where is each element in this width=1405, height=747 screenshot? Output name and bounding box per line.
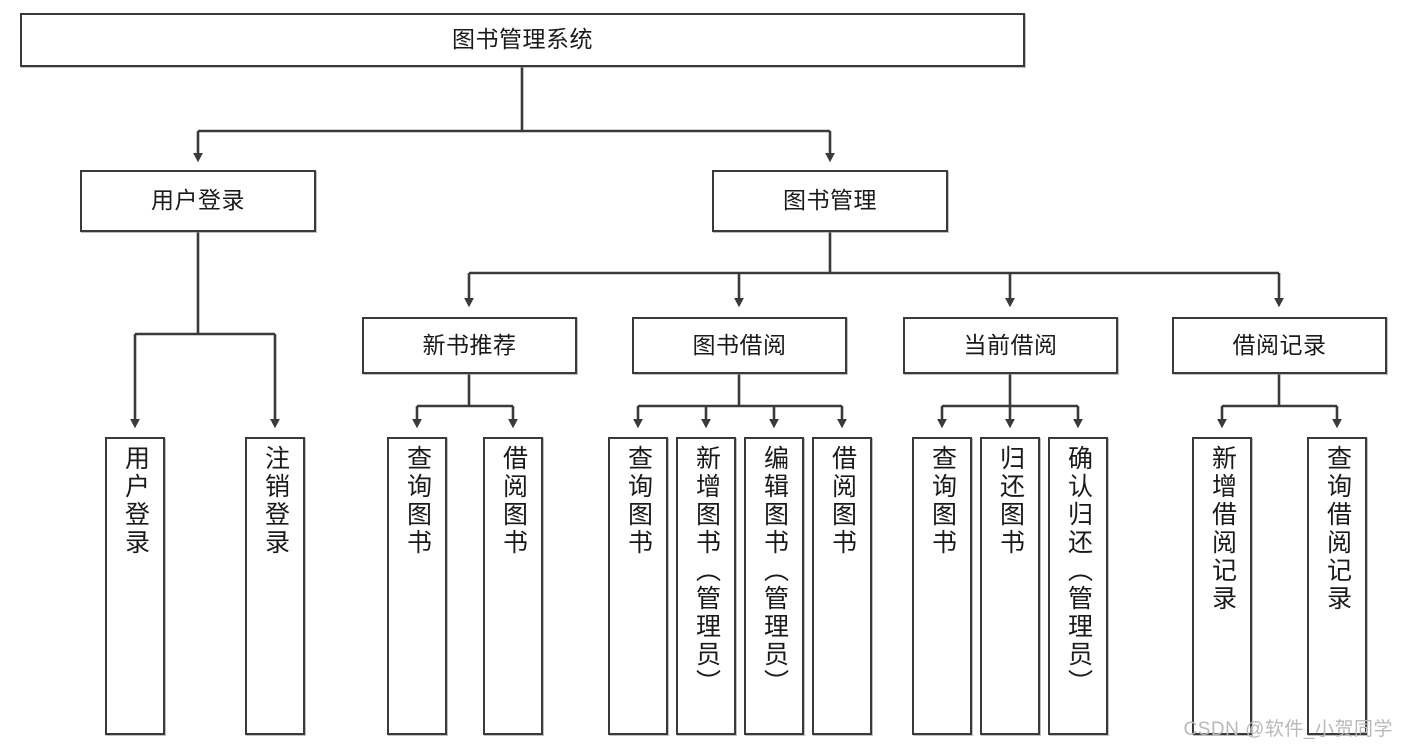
node-book-borrowing-label: 图书借阅 bbox=[692, 331, 787, 358]
node-borrowing-record[interactable]: 借阅记录 bbox=[1172, 317, 1387, 374]
node-current-borrowing[interactable]: 当前借阅 bbox=[903, 317, 1118, 374]
node-book-management-label: 图书管理 bbox=[783, 187, 877, 214]
leaf-confirm-return[interactable]: 确认归还（管理员） bbox=[1048, 437, 1108, 735]
leaf-borrow-book-1-label: 借阅图书 bbox=[499, 445, 528, 557]
leaf-logout[interactable]: 注销登录 bbox=[245, 437, 305, 735]
node-user-login-label: 用户登录 bbox=[151, 187, 245, 214]
leaf-edit-book-label: 编辑图书（管理员） bbox=[760, 445, 789, 697]
node-current-borrowing-label: 当前借阅 bbox=[963, 331, 1058, 358]
node-new-book-recommendation[interactable]: 新书推荐 bbox=[362, 317, 577, 374]
leaf-return-book-label: 归还图书 bbox=[996, 445, 1025, 557]
leaf-query-book-3-label: 查询图书 bbox=[928, 445, 957, 557]
leaf-edit-book[interactable]: 编辑图书（管理员） bbox=[744, 437, 804, 735]
node-user-login[interactable]: 用户登录 bbox=[80, 170, 316, 232]
leaf-query-book-3[interactable]: 查询图书 bbox=[912, 437, 972, 735]
watermark: CSDN @软件_小贺同学 bbox=[1183, 719, 1393, 740]
leaf-query-book-2[interactable]: 查询图书 bbox=[608, 437, 668, 735]
leaf-add-book-label: 新增图书（管理员） bbox=[692, 445, 721, 697]
node-book-borrowing[interactable]: 图书借阅 bbox=[632, 317, 847, 374]
leaf-borrow-book-2[interactable]: 借阅图书 bbox=[812, 437, 872, 735]
node-borrowing-record-label: 借阅记录 bbox=[1232, 331, 1327, 358]
leaf-borrow-book-2-label: 借阅图书 bbox=[828, 445, 857, 557]
leaf-borrow-book-1[interactable]: 借阅图书 bbox=[483, 437, 543, 735]
node-root-label: 图书管理系统 bbox=[452, 26, 593, 53]
leaf-logout-label: 注销登录 bbox=[261, 445, 290, 557]
leaf-user-login-label: 用户登录 bbox=[121, 445, 150, 557]
leaf-query-borrow-record[interactable]: 查询借阅记录 bbox=[1307, 437, 1367, 735]
leaf-add-borrow-record-label: 新增借阅记录 bbox=[1208, 445, 1237, 613]
leaf-query-borrow-record-label: 查询借阅记录 bbox=[1323, 445, 1352, 613]
node-new-book-recommendation-label: 新书推荐 bbox=[422, 331, 517, 358]
node-book-management[interactable]: 图书管理 bbox=[712, 170, 948, 232]
node-root[interactable]: 图书管理系统 bbox=[20, 13, 1025, 67]
leaf-user-login[interactable]: 用户登录 bbox=[105, 437, 165, 735]
leaf-add-borrow-record[interactable]: 新增借阅记录 bbox=[1192, 437, 1252, 735]
leaf-query-book-2-label: 查询图书 bbox=[624, 445, 653, 557]
leaf-confirm-return-label: 确认归还（管理员） bbox=[1064, 445, 1093, 697]
leaf-query-book-1[interactable]: 查询图书 bbox=[387, 437, 447, 735]
leaf-return-book[interactable]: 归还图书 bbox=[980, 437, 1040, 735]
leaf-query-book-1-label: 查询图书 bbox=[403, 445, 432, 557]
leaf-add-book[interactable]: 新增图书（管理员） bbox=[676, 437, 736, 735]
